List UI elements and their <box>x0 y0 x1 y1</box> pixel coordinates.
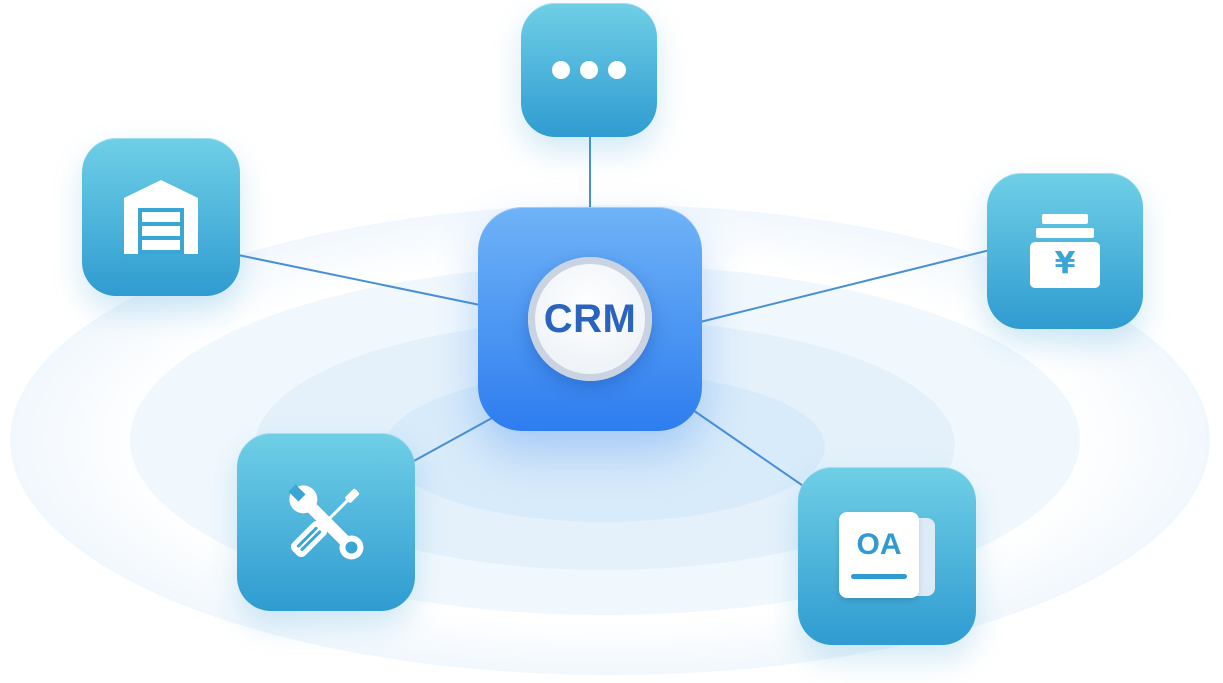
link-to-warehouse <box>237 254 481 306</box>
crm-label: CRM <box>543 296 637 341</box>
warehouse-icon <box>124 180 198 254</box>
tile-more[interactable] <box>521 3 657 137</box>
tile-warehouse[interactable] <box>82 138 240 296</box>
oa-document-icon: OA <box>839 512 935 600</box>
tile-tools[interactable] <box>237 433 415 611</box>
ellipsis-icon <box>552 61 626 79</box>
link-to-finance <box>699 249 991 323</box>
crm-hub[interactable]: CRM <box>478 207 702 431</box>
yen-glyph: ¥ <box>1054 246 1076 281</box>
yen-drawer-icon <box>1030 214 1100 288</box>
crm-disc: CRM <box>528 257 652 381</box>
link-to-tools <box>411 417 493 463</box>
oa-card-front: OA <box>839 512 919 598</box>
link-to-oa <box>689 407 813 493</box>
wrench-screwdriver-icon <box>288 484 364 560</box>
tile-oa[interactable]: OA <box>798 467 976 645</box>
tile-finance[interactable]: ¥ <box>987 173 1143 329</box>
oa-underline <box>851 574 907 579</box>
oa-label: OA <box>856 528 902 561</box>
